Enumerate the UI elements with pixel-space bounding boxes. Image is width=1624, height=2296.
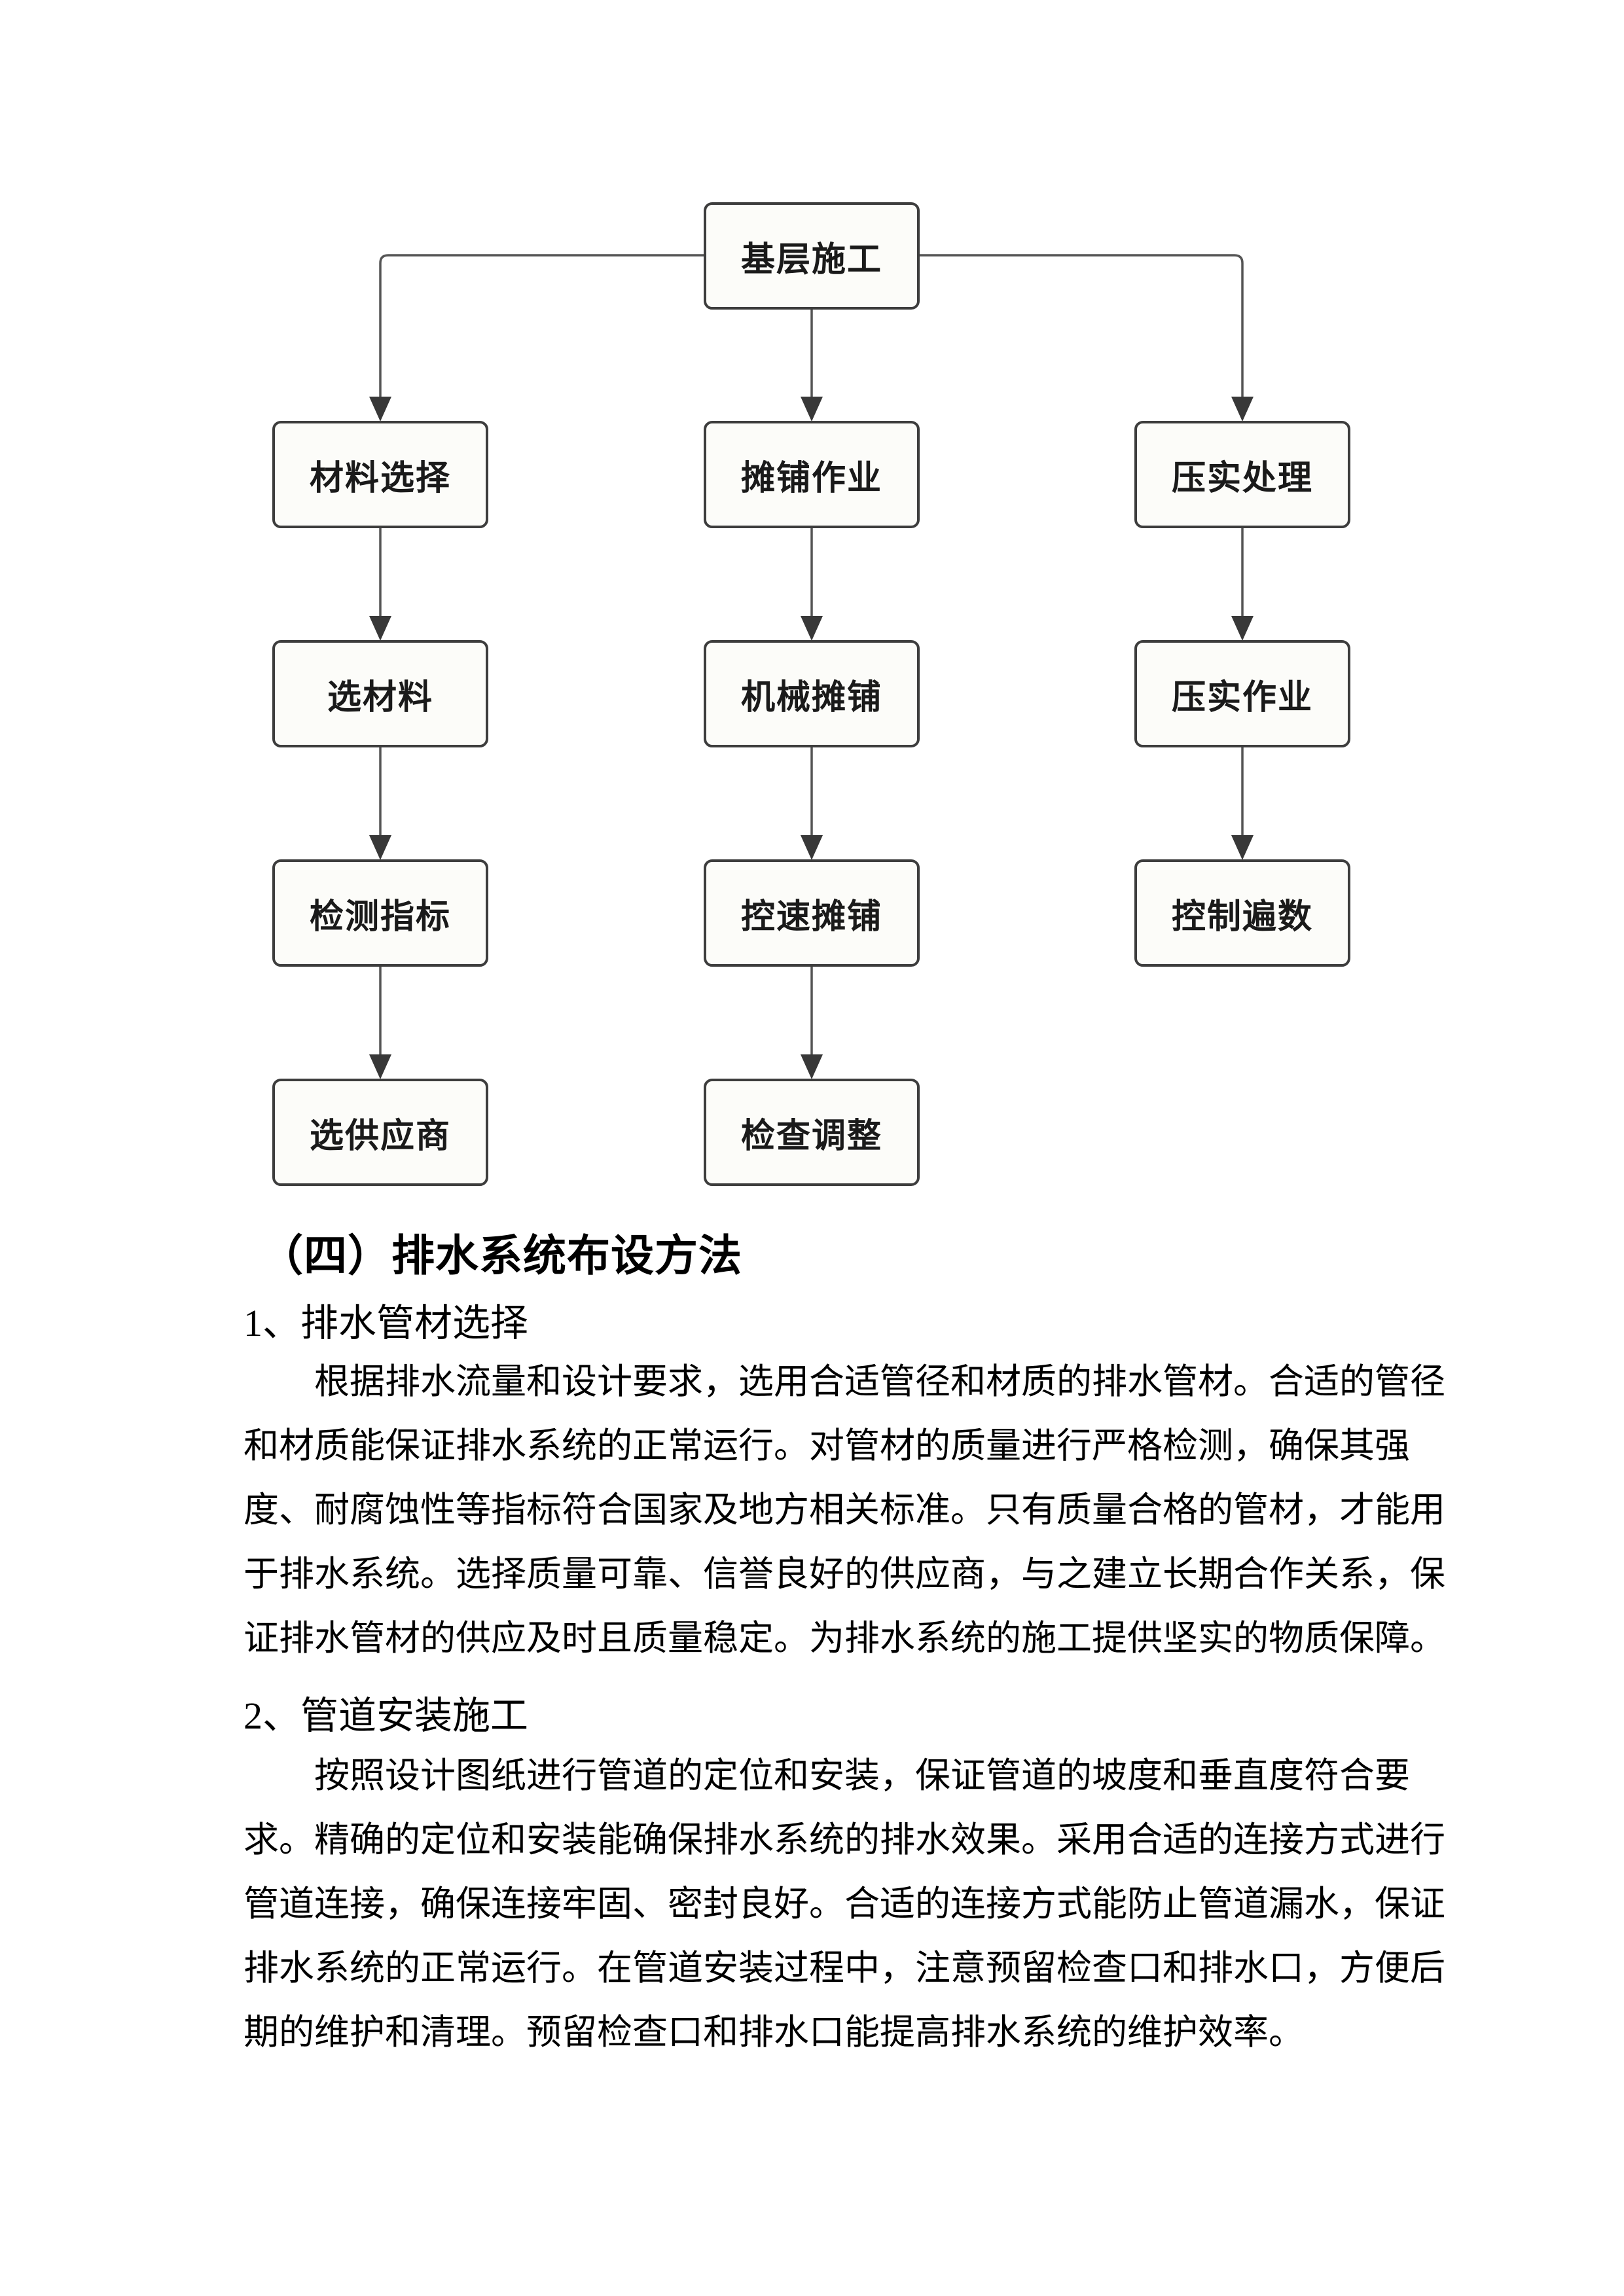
paragraph-line: 排水系统的正常运行。在管道安装过程中，注意预留检查口和排水口，方便后 <box>244 1948 1445 1988</box>
node-compaction-treatment: 压实处理 <box>1134 421 1350 528</box>
paragraph-drain-pipe-selection: 根据排水流量和设计要求，选用合适管径和材质的排水管材。合适的管径 和材质能保证排… <box>244 1350 1445 1670</box>
subheading-drain-pipe-selection: 1、排水管材选择 <box>244 1302 529 1344</box>
paragraph-line: 期的维护和清理。预留检查口和排水口能提高排水系统的维护效率。 <box>244 2013 1304 2052</box>
paragraph-line: 和材质能保证排水系统的正常运行。对管材的质量进行严格检测，确保其强 <box>244 1426 1410 1465</box>
paragraph-pipe-installation: 按照设计图纸进行管道的定位和安装，保证管道的坡度和垂直度符合要 求。精确的定位和… <box>244 1744 1445 2064</box>
node-select-material: 选材料 <box>272 640 488 747</box>
node-inspect-and-adjust: 检查调整 <box>704 1079 920 1186</box>
section-heading: （四）排水系统布设方法 <box>260 1232 742 1280</box>
node-paving-operation: 摊铺作业 <box>704 421 920 528</box>
node-inspection-indicators: 检测指标 <box>272 859 488 967</box>
paragraph-line: 按照设计图纸进行管道的定位和安装，保证管道的坡度和垂直度符合要 <box>314 1756 1410 1795</box>
node-material-selection: 材料选择 <box>272 421 488 528</box>
node-control-pass-count: 控制遍数 <box>1134 859 1350 967</box>
paragraph-line: 证排水管材的供应及时且质量稳定。为排水系统的施工提供坚实的物质保障。 <box>244 1619 1445 1658</box>
node-base-layer-construction: 基层施工 <box>704 202 920 310</box>
paragraph-line: 于排水系统。选择质量可靠、信誉良好的供应商，与之建立长期合作关系，保 <box>244 1554 1445 1594</box>
paragraph-line: 求。精确的定位和安装能确保排水系统的排水效果。采用合适的连接方式进行 <box>244 1820 1445 1859</box>
paragraph-line: 度、耐腐蚀性等指标符合国家及地方相关标准。只有质量合格的管材，才能用 <box>244 1490 1445 1530</box>
node-mechanical-paving: 机械摊铺 <box>704 640 920 747</box>
node-select-supplier: 选供应商 <box>272 1079 488 1186</box>
subheading-pipe-installation: 2、管道安装施工 <box>244 1695 529 1737</box>
node-compaction-operation: 压实作业 <box>1134 640 1350 747</box>
flowchart-connectors <box>369 254 1254 1079</box>
paragraph-line: 管道连接，确保连接牢固、密封良好。合适的连接方式能防止管道漏水，保证 <box>244 1884 1445 1924</box>
paragraph-line: 根据排水流量和设计要求，选用合适管径和材质的排水管材。合适的管径 <box>314 1362 1445 1401</box>
arrowhead-group <box>369 397 1254 1079</box>
node-speed-controlled-paving: 控速摊铺 <box>704 859 920 967</box>
